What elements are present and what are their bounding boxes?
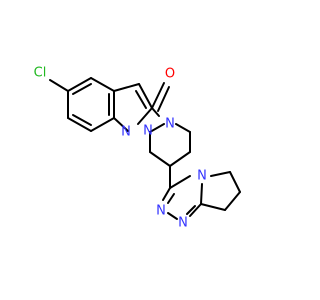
atom-n-triazole-left: N — [156, 204, 166, 219]
bond — [200, 203, 226, 211]
bond — [90, 117, 115, 132]
atom-o: O — [165, 67, 175, 82]
bond — [167, 193, 175, 204]
bond — [72, 83, 92, 95]
atom-labels: Cl O N N N N N N — [34, 66, 207, 231]
bond — [162, 187, 171, 201]
bond — [200, 183, 203, 205]
bond — [67, 117, 92, 132]
bond — [113, 117, 129, 132]
bond — [138, 83, 153, 109]
bond — [72, 114, 92, 126]
bond — [90, 77, 115, 92]
atom-n-piperidine: N — [165, 117, 175, 132]
atom-n-pyrazole-bridge: N — [121, 125, 131, 140]
bond — [157, 86, 170, 112]
bond — [151, 107, 160, 117]
atom-n-triazole-bridge: N — [197, 169, 207, 184]
bond — [210, 171, 231, 177]
bond — [186, 205, 196, 215]
atom-n-pyrazole: N — [143, 124, 153, 139]
bond — [169, 151, 191, 167]
bond — [167, 212, 178, 220]
bond — [151, 82, 165, 109]
bond-group — [49, 77, 241, 220]
molecule-structure: Cl O N N N N N N — [33, 65, 241, 231]
bond — [135, 90, 147, 109]
bond — [149, 151, 171, 167]
bond — [224, 191, 241, 211]
bond — [113, 83, 140, 92]
bond — [189, 203, 202, 217]
bond — [175, 123, 191, 133]
bond — [229, 171, 241, 193]
atom-cl: Cl — [34, 66, 47, 81]
bond — [67, 77, 92, 92]
atom-n-triazole-bottom: N — [178, 216, 188, 231]
bond — [169, 175, 191, 189]
bond — [137, 107, 153, 125]
bond — [49, 79, 69, 92]
bond — [149, 123, 165, 133]
